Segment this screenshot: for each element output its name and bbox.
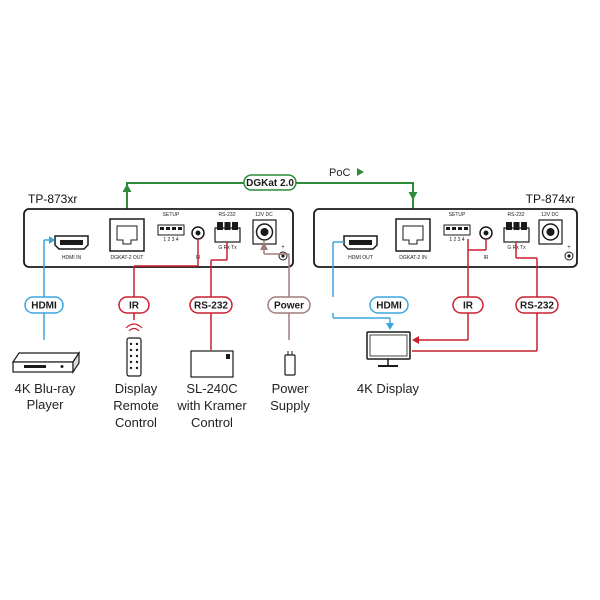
hdmi-pill-label: HDMI: [376, 301, 402, 312]
setup-pins-label: 1 2 3 4: [163, 237, 179, 243]
hdmi-pill-label: HDMI: [31, 301, 57, 312]
setup-label: SETUP: [449, 212, 466, 218]
right-ir-connection: IR: [412, 239, 487, 344]
remote-label-line3: Control: [115, 415, 157, 430]
hdmi-port-left: HDMI IN: [54, 235, 89, 261]
device-model-right: TP-874xr: [526, 192, 575, 206]
remote-label-line1: Display: [115, 381, 158, 396]
ir-pill: [118, 296, 150, 314]
sl240c-label-line3: Control: [191, 415, 233, 430]
bluray-label-line2: Player: [27, 397, 65, 412]
hdmi-pill: [24, 296, 64, 314]
power-port-label: 12V DC: [541, 212, 559, 218]
dgkat-port-label: DGKAT-2 IN: [399, 255, 427, 261]
power-port-right: 12V DC +: [538, 212, 574, 261]
left-power-connection: Power: [260, 240, 311, 340]
dgkat-port-left: DGKAT-2 OUT: [109, 218, 145, 261]
left-rs232-connection: RS-232: [189, 242, 233, 350]
rs232-pill-label: RS-232: [194, 301, 228, 312]
hdmi-port-right: HDMI OUT: [343, 235, 378, 261]
dgkat-link: DGKat 2.0 PoC: [122, 167, 418, 219]
left-ir-connection: IR: [118, 239, 199, 320]
dgkat-arrow-down-icon: [408, 192, 418, 200]
power-port-left: 12V DC +: [252, 212, 288, 261]
right-hdmi-connection: HDMI: [332, 241, 409, 330]
right-rs232-connection: RS-232: [412, 242, 559, 352]
setup-label: SETUP: [163, 212, 180, 218]
device-tp873xr: TP-873xr HDMI IN DGKAT-2 OUT SETUP 1 2 3…: [23, 192, 294, 268]
ir-pill-label: IR: [463, 301, 474, 312]
ir-pill-label: IR: [129, 301, 140, 312]
display-label: 4K Display: [357, 381, 420, 396]
setup-switch-left: SETUP 1 2 3 4: [157, 212, 185, 243]
setup-pins-label: 1 2 3 4: [449, 237, 465, 243]
bluray-label-line1: 4K Blu-ray: [15, 381, 76, 396]
rs232-pill: [515, 296, 559, 314]
dgkat-label-pill: [243, 174, 297, 191]
monitor-icon: [366, 331, 411, 367]
device-model-left: TP-873xr: [28, 192, 77, 206]
power-pill: [267, 296, 311, 314]
device-tp874xr: TP-874xr HDMI OUT DGKAT-2 IN SETUP 1 2 3…: [313, 192, 578, 268]
ir-pill: [452, 296, 484, 314]
sl240c-label-line1: SL-240C: [186, 381, 237, 396]
power-supply-icon: [284, 351, 296, 376]
setup-switch-right: SETUP 1 2 3 4: [443, 212, 471, 243]
svg-text:+: +: [281, 245, 285, 251]
arrow-right-icon: [357, 168, 364, 176]
power-port-label: 12V DC: [255, 212, 273, 218]
power-supply-label-line1: Power: [272, 381, 310, 396]
dgkat-port-label: DGKAT-2 OUT: [111, 255, 144, 261]
power-supply-label-line2: Supply: [270, 398, 310, 413]
power-pill-label: Power: [274, 301, 304, 312]
remote-label-line2: Remote: [113, 398, 159, 413]
ir-remote-icon: [125, 323, 143, 377]
svg-text:+: +: [567, 245, 571, 251]
rs232-label: RS-232: [219, 212, 236, 218]
ir-port-label: IR: [484, 255, 489, 261]
sl240c-label-line2: with Kramer: [176, 398, 247, 413]
left-hdmi-connection: HDMI: [24, 236, 64, 340]
control-panel-icon: [190, 350, 234, 378]
hdmi-pill: [369, 296, 409, 314]
rs232-pill-label: RS-232: [520, 301, 554, 312]
dgkat-arrow-up-icon: [122, 184, 132, 192]
dgkat-label: DGKat 2.0: [246, 178, 294, 189]
rs232-label: RS-232: [508, 212, 525, 218]
hdmi-port-label: HDMI IN: [62, 255, 82, 261]
rs232-pill: [189, 296, 233, 314]
poc-label: PoC: [329, 167, 350, 179]
bluray-player-icon: [11, 351, 81, 374]
hdmi-port-label: HDMI OUT: [348, 255, 373, 261]
dgkat-port-right: DGKAT-2 IN: [395, 218, 431, 261]
